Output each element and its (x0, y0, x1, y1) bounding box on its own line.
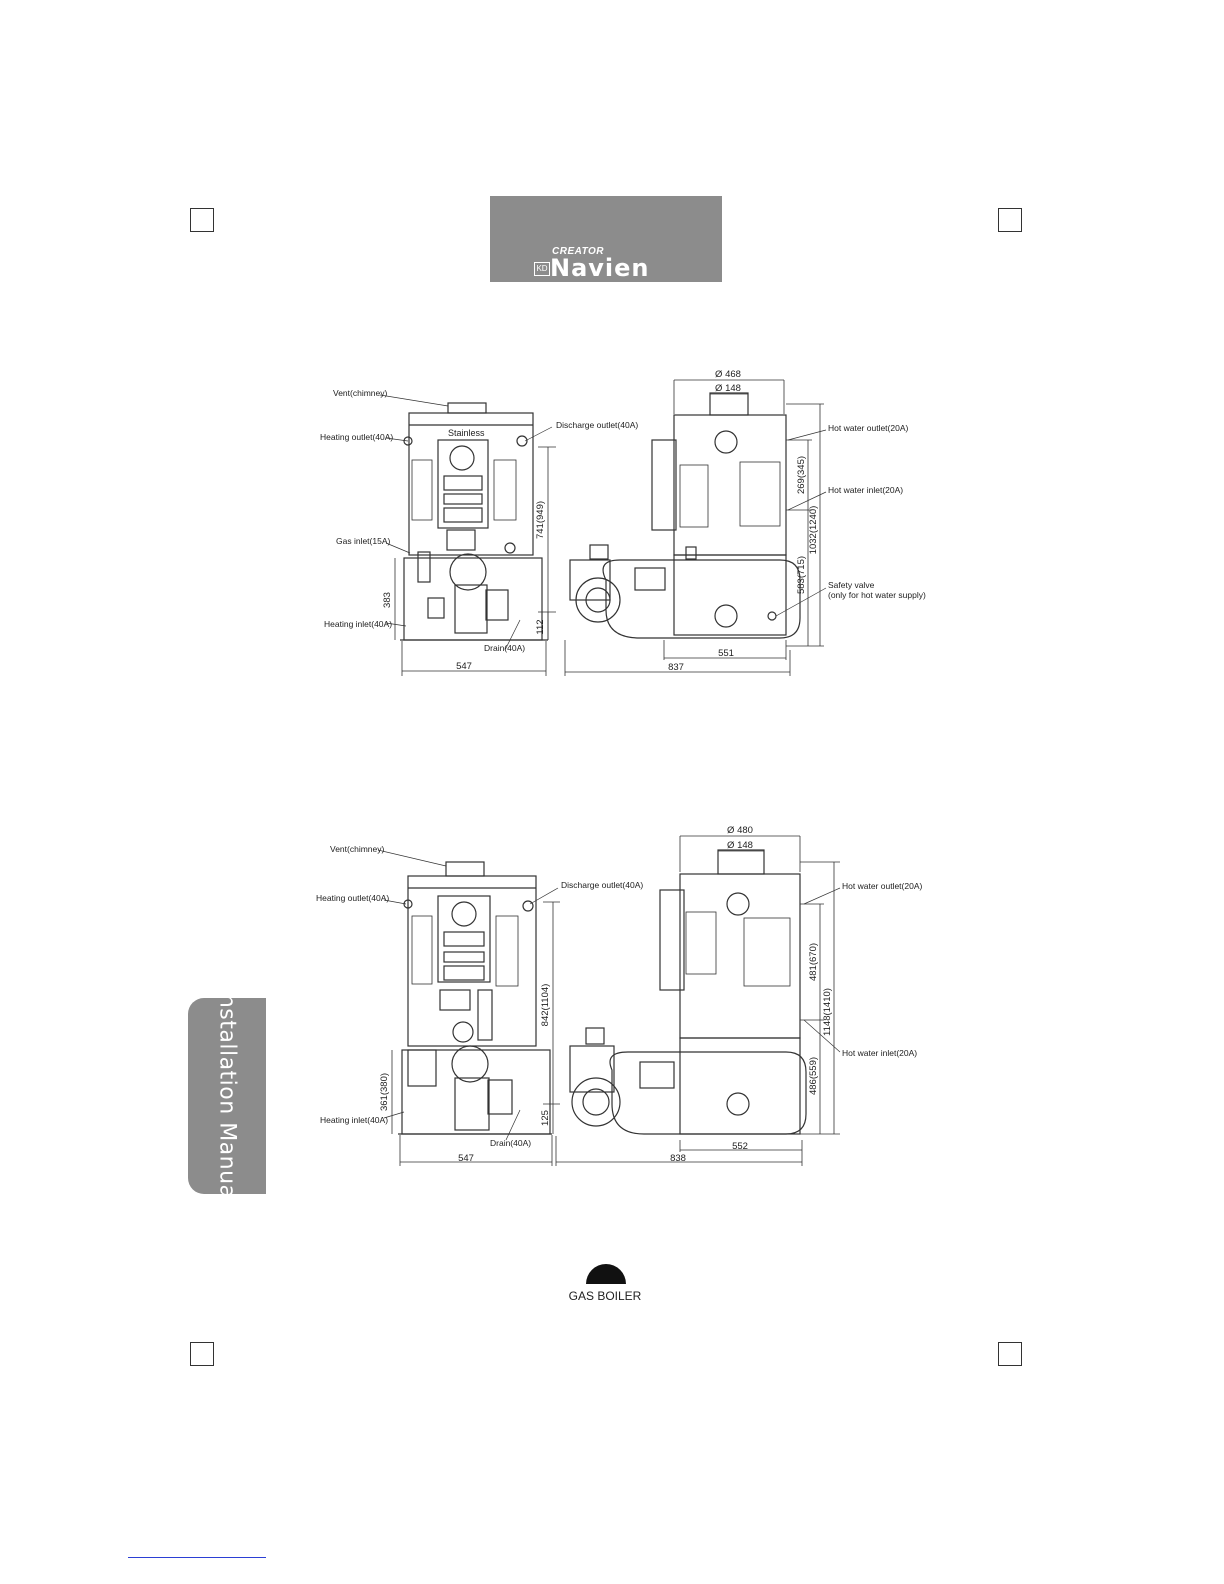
logo-brand: Navien (550, 254, 650, 282)
top-label-safety-valve-note: (only for hot water supply) (828, 590, 926, 600)
crop-mark-top-right (998, 208, 1022, 232)
bottom-dim-1148: 1148(1410) (822, 988, 833, 1036)
top-label-heating-inlet: Heating inlet(40A) (324, 619, 392, 629)
bottom-dim-125: 125 (540, 1110, 551, 1126)
bottom-dim-d148: Ø 148 (727, 840, 753, 851)
top-label-vent: Vent(chimney) (333, 388, 387, 398)
top-dim-383: 383 (382, 592, 393, 608)
top-label-hot-water-inlet: Hot water inlet(20A) (828, 485, 903, 495)
bottom-dim-842: 842(1104) (540, 984, 551, 1027)
bottom-front-view (398, 861, 552, 1135)
top-dim-551: 551 (718, 648, 734, 659)
top-dim-d148: Ø 148 (715, 383, 741, 394)
top-label-gas-inlet: Gas inlet(15A) (336, 536, 390, 546)
bottom-side-view (569, 849, 807, 1152)
top-dim-112: 112 (535, 619, 546, 634)
top-dim-583: 583(715) (796, 556, 807, 594)
top-label-stainless: Stainless (448, 428, 485, 438)
bottom-dim-838: 838 (670, 1153, 686, 1164)
top-front-view (400, 402, 548, 641)
crop-mark-top-left (190, 208, 214, 232)
bottom-dim-552: 552 (732, 1141, 748, 1152)
bottom-dim-547: 547 (458, 1153, 474, 1164)
top-label-safety-valve: Safety valve (828, 580, 875, 590)
bottom-label-discharge-outlet: Discharge outlet(40A) (561, 880, 643, 890)
crop-mark-bottom-left (190, 1342, 214, 1366)
bottom-dim-481: 481(670) (808, 943, 819, 981)
bottom-label-heating-inlet: Heating inlet(40A) (320, 1115, 388, 1125)
top-label-drain: Drain(40A) (484, 643, 525, 653)
bottom-dim-361: 361(380) (379, 1073, 390, 1111)
top-dim-1032: 1032(1240) (808, 506, 819, 555)
footer-gas-boiler-label: GAS BOILER (568, 1289, 642, 1303)
top-side-view (569, 392, 801, 660)
top-dim-547: 547 (456, 661, 472, 672)
bottom-label-hot-water-outlet: Hot water outlet(20A) (842, 881, 922, 891)
bottom-label-heating-outlet: Heating outlet(40A) (316, 893, 389, 903)
top-dim-837: 837 (668, 662, 684, 673)
logo-subtitle: CREATOR (552, 246, 605, 257)
logo-kd-mark: KD (534, 262, 550, 276)
bottom-label-hot-water-inlet: Hot water inlet(20A) (842, 1048, 917, 1058)
top-dim-269: 269(345) (796, 456, 807, 494)
top-dim-d468: Ø 468 (715, 369, 741, 380)
bottom-label-drain: Drain(40A) (490, 1138, 531, 1148)
bottom-dim-d480: Ø 480 (727, 825, 753, 836)
top-label-hot-water-outlet: Hot water outlet(20A) (828, 423, 908, 433)
top-dim-741: 741(949) (535, 501, 546, 539)
bottom-dim-486: 486(559) (808, 1057, 819, 1095)
navien-logo: CREATOR KD Navien (490, 196, 722, 282)
gas-boiler-emblem (586, 1264, 626, 1284)
top-label-discharge-outlet: Discharge outlet(40A) (556, 420, 638, 430)
bottom-label-vent: Vent(chimney) (330, 844, 384, 854)
top-label-heating-outlet: Heating outlet(40A) (320, 432, 393, 442)
footer-link-underline (128, 1557, 266, 1558)
crop-mark-bottom-right (998, 1342, 1022, 1366)
section-tab: Installation Manual (188, 987, 266, 1205)
